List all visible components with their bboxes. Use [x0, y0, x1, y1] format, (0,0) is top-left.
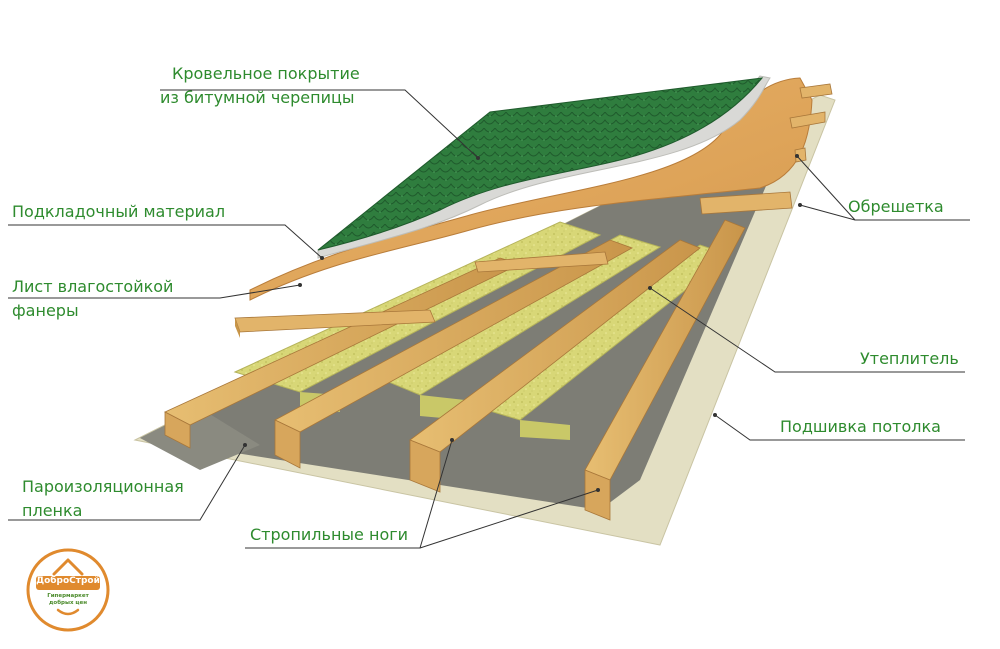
label-vapor-film-2: пленка	[22, 501, 83, 520]
label-ceiling-lining: Подшивка потолка	[780, 417, 941, 436]
dobrostroy-logo: ДоброСтрой Гипермаркет добрых цен	[26, 548, 110, 632]
label-insulation: Утеплитель	[860, 349, 959, 368]
batten-group	[234, 83, 833, 338]
label-battens: Обрешетка	[848, 197, 944, 216]
label-roof-covering-2: из битумной черепицы	[160, 88, 355, 107]
leader-lines	[8, 89, 970, 549]
label-roof-covering-1: Кровельное покрытие	[172, 64, 360, 83]
label-rafters: Стропильные ноги	[250, 525, 409, 544]
label-plywood-2: фанеры	[12, 301, 79, 320]
logo-tagline-2: добрых цен	[48, 600, 88, 606]
logo-name: ДоброСтрой	[36, 576, 100, 586]
rafter-group	[164, 219, 746, 521]
label-vapor-film-1: Пароизоляционная	[22, 477, 184, 496]
logo-tagline-1: Гипермаркет	[47, 593, 89, 599]
label-underlay: Подкладочный материал	[12, 202, 226, 221]
shingle-roof	[317, 77, 764, 251]
label-plywood-1: Лист влагостойкой	[12, 277, 174, 296]
leader-dots	[243, 154, 802, 492]
logo-badge-icon	[26, 548, 110, 632]
